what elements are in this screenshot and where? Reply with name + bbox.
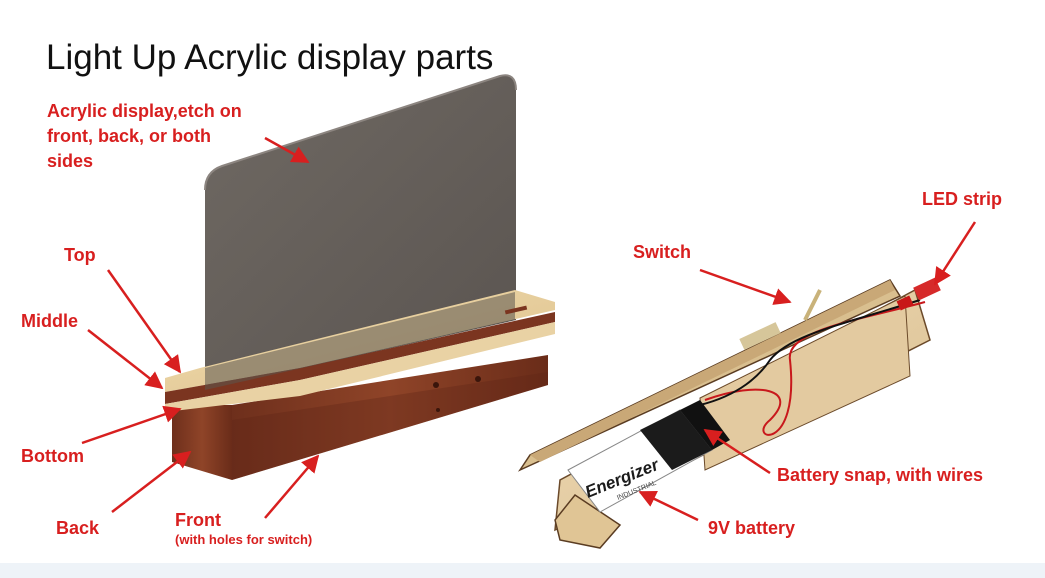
led-connector: [913, 277, 941, 301]
arrow-top: [106, 269, 182, 374]
arrow-back: [111, 450, 192, 513]
acrylic-panel-edge: [204, 74, 517, 191]
acrylic-base-shadow: [205, 292, 515, 390]
display-stand: [165, 74, 555, 480]
label-acrylic-display: Acrylic display,etch on front, back, or …: [47, 99, 242, 174]
battery-top: [640, 410, 712, 470]
switch-hole: [475, 376, 481, 382]
switch-body: [739, 322, 781, 350]
page-title: Light Up Acrylic display parts: [46, 38, 494, 77]
arrow-battery-snap: [703, 428, 771, 475]
label-front-text: Front: [175, 510, 221, 530]
arrow-bottom: [81, 405, 182, 445]
black-wire: [699, 299, 921, 406]
middle-stripe: [165, 312, 555, 404]
label-acrylic-line-2: front, back, or both: [47, 126, 211, 146]
label-led-strip: LED strip: [922, 189, 1003, 209]
label-front: Front (with holes for switch): [175, 508, 312, 547]
front-piece: [232, 355, 548, 480]
switch-hole: [433, 382, 439, 388]
battery-9v: Energizer INDUSTRIAL: [567, 400, 730, 513]
arrow-acrylic: [264, 136, 310, 164]
bottom-slab-face: [165, 322, 555, 412]
label-switch: Switch: [633, 242, 692, 262]
callout-arrows: [81, 136, 977, 522]
bottom-piece-back-face: [172, 405, 232, 480]
switch-hole: [436, 408, 440, 412]
arrow-middle: [87, 329, 164, 390]
led-connector-tab: [896, 295, 914, 311]
arrow-9v-battery: [638, 490, 699, 522]
label-acrylic-line-3: sides: [47, 151, 94, 171]
label-front-note: (with holes for switch): [175, 532, 313, 547]
switch-lever: [803, 289, 822, 321]
label-battery-snap: Battery snap, with wires: [777, 465, 984, 485]
label-acrylic-line-1: Acrylic display,etch on: [47, 101, 242, 121]
arrow-front: [264, 454, 320, 519]
slot-mark: [249, 380, 273, 388]
bottom-strip: [0, 563, 1045, 578]
label-middle: Middle: [21, 311, 78, 331]
label-back: Back: [56, 518, 100, 538]
label-bottom: Bottom: [21, 446, 84, 466]
label-top: Top: [64, 245, 96, 265]
arrow-led-strip: [933, 221, 977, 286]
base-side-wall-inner: [530, 280, 895, 462]
arrow-switch: [699, 268, 792, 305]
slot-mark: [504, 305, 528, 315]
base-end-cap: [554, 493, 622, 549]
open-base-photo: Energizer INDUSTRIAL: [517, 232, 1045, 563]
toggle-switch: [739, 289, 822, 350]
front-piece-shadow: [232, 372, 548, 480]
label-9v-battery: 9V battery: [708, 518, 796, 538]
